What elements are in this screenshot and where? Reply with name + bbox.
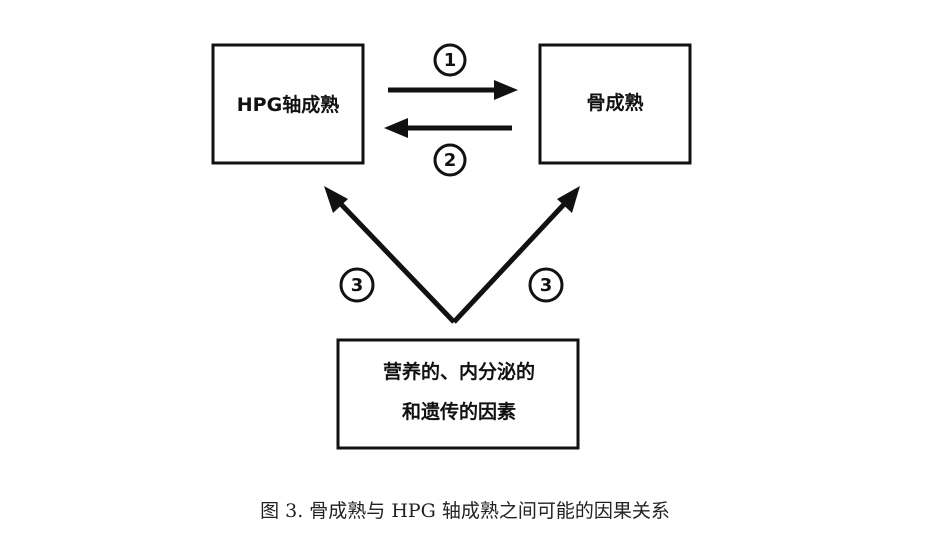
factors-box [336, 338, 580, 450]
figure-caption: 图 3. 骨成熟与 HPG 轴成熟之间可能的因果关系 [260, 500, 670, 522]
arrow-bone-to-hpg-head [384, 118, 408, 138]
marker-2-number: 2 [444, 150, 457, 171]
arrow-hpg-to-bone-head [494, 80, 518, 100]
arrow-factors-to-hpg [335, 198, 456, 324]
bone-maturation-label: 骨成熟 [586, 91, 643, 114]
hpg-maturation-box [211, 43, 365, 165]
marker-3-right-circle [528, 267, 564, 303]
marker-1: 1 [433, 43, 467, 77]
factors-label-line1: 营养的、内分泌的 [383, 360, 535, 383]
marker-1-number: 1 [444, 50, 457, 71]
marker-3-right: 3 [528, 267, 564, 303]
arrow-factors-to-bone [452, 198, 570, 324]
marker-3-left: 3 [339, 267, 375, 303]
marker-2-circle [433, 143, 467, 177]
marker-3-left-circle [339, 267, 375, 303]
marker-1-circle [433, 43, 467, 77]
bone-maturation-box [538, 43, 692, 165]
marker-3-right-number: 3 [540, 275, 553, 296]
marker-3-left-number: 3 [351, 275, 364, 296]
hpg-maturation-label: HPG轴成熟 [237, 93, 339, 116]
factors-label-line2: 和遗传的因素 [402, 400, 516, 423]
arrow-factors-to-bone-head [557, 186, 580, 213]
marker-2: 2 [433, 143, 467, 177]
arrow-factors-to-hpg-head [324, 186, 348, 213]
